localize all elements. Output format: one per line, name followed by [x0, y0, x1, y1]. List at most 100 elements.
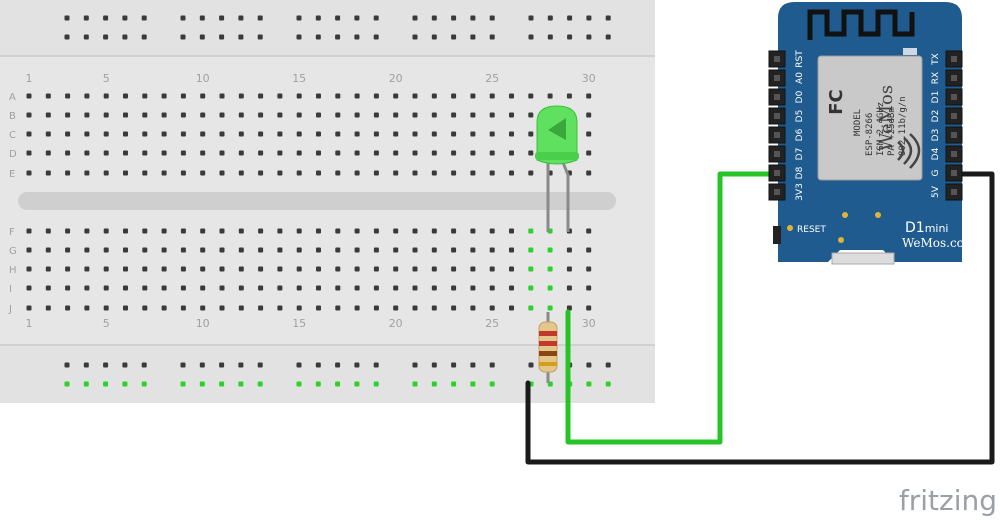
breadboard-hole[interactable] — [238, 266, 244, 272]
breadboard-hole[interactable] — [180, 93, 186, 99]
breadboard-hole[interactable] — [238, 112, 244, 118]
breadboard-hole[interactable] — [373, 150, 379, 156]
breadboard-hole[interactable] — [238, 228, 244, 234]
breadboard-hole[interactable] — [161, 170, 167, 176]
breadboard-hole[interactable] — [219, 285, 225, 291]
breadboard-hole[interactable] — [45, 112, 51, 118]
breadboard-hole[interactable] — [103, 150, 109, 156]
breadboard-hole[interactable] — [547, 247, 553, 253]
breadboard-hole[interactable] — [65, 131, 71, 137]
breadboard-hole[interactable] — [316, 228, 321, 234]
breadboard-hole[interactable] — [451, 170, 457, 176]
breadboard-hole[interactable] — [65, 305, 71, 311]
breadboard-hole[interactable] — [316, 131, 321, 137]
breadboard-hole[interactable] — [200, 285, 206, 291]
rail-hole[interactable] — [257, 381, 263, 387]
rail-hole[interactable] — [354, 34, 360, 40]
breadboard-hole[interactable] — [103, 93, 109, 99]
breadboard-hole[interactable] — [489, 228, 495, 234]
breadboard-hole[interactable] — [142, 93, 148, 99]
breadboard-hole[interactable] — [586, 247, 592, 253]
breadboard-hole[interactable] — [335, 228, 341, 234]
breadboard-hole[interactable] — [451, 112, 457, 118]
rail-hole[interactable] — [257, 362, 263, 368]
breadboard-hole[interactable] — [451, 131, 457, 137]
rail-hole[interactable] — [431, 362, 437, 368]
breadboard-hole[interactable] — [277, 228, 283, 234]
rail-hole[interactable] — [489, 362, 495, 368]
rail-hole[interactable] — [335, 15, 341, 21]
breadboard-hole[interactable] — [316, 305, 321, 311]
breadboard-hole[interactable] — [412, 170, 418, 176]
resistor[interactable] — [538, 312, 558, 383]
breadboard-hole[interactable] — [142, 305, 148, 311]
rail-hole[interactable] — [219, 381, 225, 387]
breadboard-hole[interactable] — [180, 228, 186, 234]
breadboard-hole[interactable] — [316, 93, 321, 99]
rail-hole[interactable] — [315, 362, 321, 368]
breadboard-hole[interactable] — [335, 247, 341, 253]
breadboard-hole[interactable] — [45, 93, 51, 99]
breadboard-hole[interactable] — [219, 93, 225, 99]
breadboard-hole[interactable] — [65, 93, 71, 99]
rail-hole[interactable] — [122, 34, 128, 40]
rail-hole[interactable] — [64, 362, 70, 368]
breadboard-hole[interactable] — [528, 170, 534, 176]
rail-hole[interactable] — [83, 34, 89, 40]
breadboard-hole[interactable] — [142, 112, 148, 118]
rail-hole[interactable] — [605, 15, 611, 21]
breadboard-hole[interactable] — [412, 305, 418, 311]
rail-hole[interactable] — [315, 34, 321, 40]
breadboard-hole[interactable] — [180, 131, 186, 137]
breadboard-hole[interactable] — [258, 131, 264, 137]
rail-hole[interactable] — [296, 34, 302, 40]
breadboard-hole[interactable] — [45, 170, 51, 176]
rail-hole[interactable] — [586, 381, 592, 387]
breadboard-hole[interactable] — [296, 285, 302, 291]
breadboard-hole[interactable] — [393, 305, 399, 311]
rail-hole[interactable] — [547, 15, 553, 21]
breadboard-hole[interactable] — [84, 170, 90, 176]
breadboard-hole[interactable] — [258, 285, 264, 291]
rail-hole[interactable] — [373, 34, 379, 40]
rail-hole[interactable] — [470, 34, 476, 40]
breadboard-hole[interactable] — [412, 266, 418, 272]
rail-hole[interactable] — [257, 34, 263, 40]
breadboard-hole[interactable] — [470, 93, 476, 99]
breadboard-hole[interactable] — [335, 131, 341, 137]
breadboard-hole[interactable] — [296, 112, 302, 118]
breadboard-hole[interactable] — [142, 266, 148, 272]
rail-hole[interactable] — [141, 362, 147, 368]
rail-hole[interactable] — [354, 381, 360, 387]
breadboard-hole[interactable] — [431, 131, 437, 137]
rail-hole[interactable] — [373, 362, 379, 368]
breadboard-hole[interactable] — [65, 228, 71, 234]
breadboard-hole[interactable] — [45, 131, 51, 137]
breadboard-hole[interactable] — [489, 305, 495, 311]
rail-hole[interactable] — [567, 34, 573, 40]
breadboard-hole[interactable] — [316, 112, 321, 118]
breadboard-hole[interactable] — [123, 228, 128, 234]
rail-hole[interactable] — [103, 381, 109, 387]
breadboard-hole[interactable] — [470, 305, 476, 311]
rail-hole[interactable] — [489, 15, 495, 21]
breadboard-hole[interactable] — [123, 170, 128, 176]
rail-hole[interactable] — [586, 34, 592, 40]
breadboard-hole[interactable] — [103, 131, 109, 137]
breadboard-hole[interactable] — [509, 285, 514, 291]
breadboard-hole[interactable] — [451, 228, 457, 234]
breadboard-hole[interactable] — [45, 285, 51, 291]
rail-hole[interactable] — [586, 15, 592, 21]
breadboard-hole[interactable] — [277, 305, 283, 311]
breadboard-hole[interactable] — [45, 247, 51, 253]
breadboard-hole[interactable] — [393, 131, 399, 137]
breadboard-hole[interactable] — [84, 247, 90, 253]
rail-hole[interactable] — [199, 381, 205, 387]
breadboard-hole[interactable] — [354, 150, 360, 156]
breadboard-hole[interactable] — [412, 247, 418, 253]
breadboard-hole[interactable] — [45, 150, 51, 156]
breadboard-hole[interactable] — [451, 266, 457, 272]
breadboard-hole[interactable] — [354, 285, 360, 291]
breadboard-hole[interactable] — [26, 247, 32, 253]
breadboard-hole[interactable] — [586, 285, 592, 291]
